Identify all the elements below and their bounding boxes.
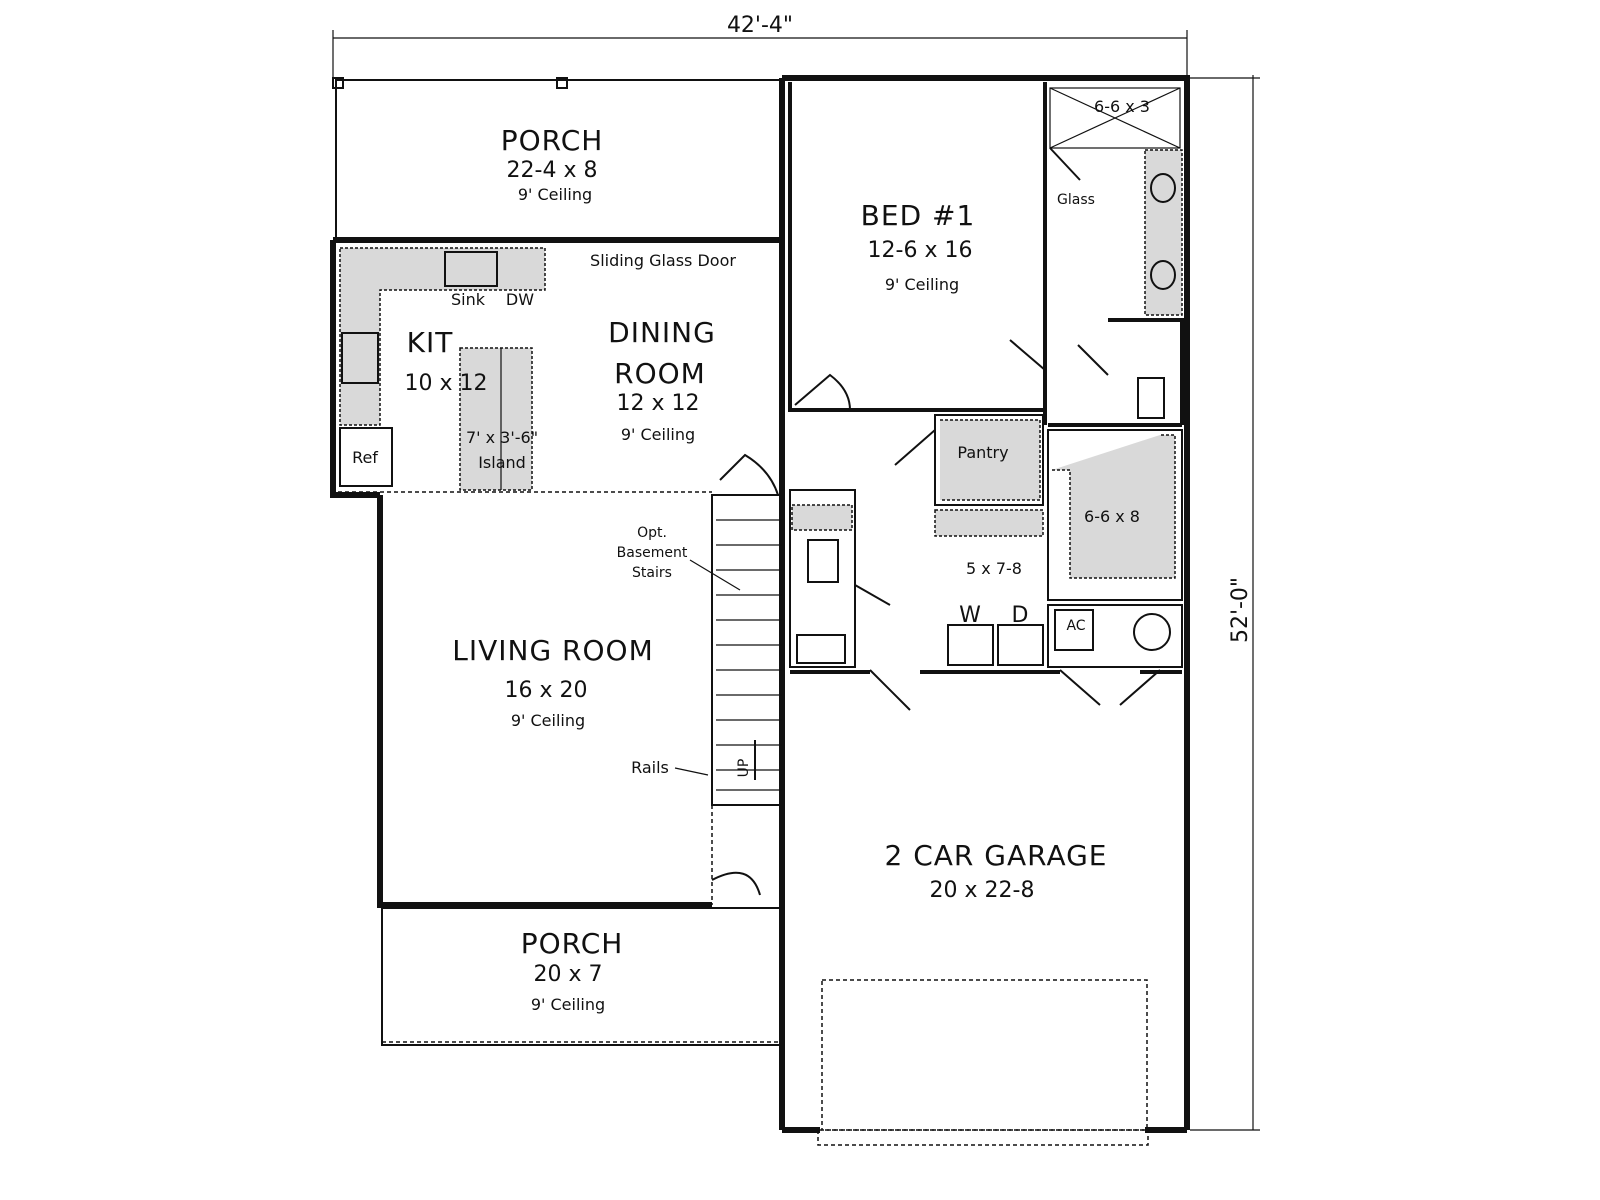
half-bath-sink-icon — [796, 634, 846, 664]
svg-text:22-4 x 8: 22-4 x 8 — [507, 158, 598, 183]
washer-label: W — [959, 603, 981, 628]
rear-porch-label: PORCH 22-4 x 8 9' Ceiling — [501, 124, 604, 204]
refrigerator-icon — [339, 427, 393, 487]
island-size: 7' x 3'-6" — [466, 428, 538, 447]
sliding-door-label: Sliding Glass Door — [590, 251, 736, 270]
svg-text:9' Ceiling: 9' Ceiling — [511, 711, 585, 730]
up-label: UP — [736, 759, 752, 778]
svg-text:KIT: KIT — [407, 326, 454, 359]
svg-text:12 x 12: 12 x 12 — [617, 391, 700, 416]
svg-text:20 x 7: 20 x 7 — [534, 962, 603, 987]
washer-icon — [947, 624, 994, 666]
dryer-label: D — [1012, 603, 1029, 628]
svg-text:10 x 12: 10 x 12 — [405, 371, 488, 396]
kitchen-label: KIT 10 x 12 — [405, 326, 488, 396]
dining-label: DINING ROOM 12 x 12 9' Ceiling — [608, 316, 716, 444]
svg-text:9' Ceiling: 9' Ceiling — [621, 425, 695, 444]
toilet-icon — [1137, 377, 1165, 419]
svg-text:DINING: DINING — [608, 316, 716, 349]
pantry-label: Pantry — [957, 443, 1008, 462]
width-label: 42'-4" — [727, 13, 793, 38]
dryer-icon — [997, 624, 1044, 666]
width-dimension: 42'-4" — [332, 13, 1188, 80]
garage-door[interactable] — [821, 979, 1148, 1131]
svg-text:9' Ceiling: 9' Ceiling — [518, 185, 592, 204]
svg-text:LIVING ROOM: LIVING ROOM — [452, 634, 654, 667]
shower — [1049, 87, 1181, 149]
rails-label: Rails — [631, 758, 669, 777]
sink-icon — [444, 251, 498, 287]
bed1-label: BED #1 12-6 x 16 9' Ceiling — [861, 199, 976, 294]
ac-unit — [1054, 609, 1094, 651]
svg-text:Basement: Basement — [617, 545, 688, 561]
living-room-label: LIVING ROOM 16 x 20 9' Ceiling — [452, 634, 654, 730]
svg-text:20 x 22-8: 20 x 22-8 — [930, 878, 1035, 903]
svg-text:9' Ceiling: 9' Ceiling — [531, 995, 605, 1014]
vanity — [1144, 149, 1183, 316]
svg-text:PORCH: PORCH — [521, 927, 624, 960]
svg-text:PORCH: PORCH — [501, 124, 604, 157]
svg-text:16 x 20: 16 x 20 — [505, 678, 588, 703]
svg-text:9' Ceiling: 9' Ceiling — [885, 275, 959, 294]
svg-text:BED #1: BED #1 — [861, 199, 976, 232]
kitchen-counter — [339, 247, 546, 426]
depth-dimension: 52'-0" — [1190, 75, 1260, 1131]
svg-text:12-6 x 16: 12-6 x 16 — [868, 238, 973, 263]
laundry-size: 5 x 7-8 — [966, 559, 1022, 578]
svg-text:2 CAR GARAGE: 2 CAR GARAGE — [885, 839, 1108, 872]
garage-label: 2 CAR GARAGE 20 x 22-8 — [885, 839, 1108, 903]
closet-size: 6-6 x 8 — [1084, 507, 1140, 526]
water-heater-icon — [1133, 613, 1171, 651]
dishwasher-label: DW — [506, 290, 534, 309]
svg-text:Stairs: Stairs — [632, 565, 672, 581]
shower-glass-label: Glass — [1057, 192, 1095, 208]
basement-stairs-label: Opt. Basement Stairs — [617, 525, 688, 581]
range-icon — [341, 332, 379, 384]
svg-text:Opt.: Opt. — [637, 525, 667, 541]
front-porch-label: PORCH 20 x 7 9' Ceiling — [521, 927, 624, 1014]
sink-label: Sink — [451, 290, 486, 309]
half-bath-toilet-icon — [807, 539, 839, 583]
refrigerator-label: Ref — [352, 448, 378, 467]
stairs — [711, 494, 783, 806]
ac-label: AC — [1066, 618, 1085, 634]
depth-label: 52'-0" — [1228, 577, 1253, 643]
shower-size: 6-6 x 3 — [1094, 97, 1150, 116]
island-label: Island — [478, 453, 526, 472]
svg-text:ROOM: ROOM — [614, 357, 706, 390]
kitchen-island — [459, 347, 533, 491]
